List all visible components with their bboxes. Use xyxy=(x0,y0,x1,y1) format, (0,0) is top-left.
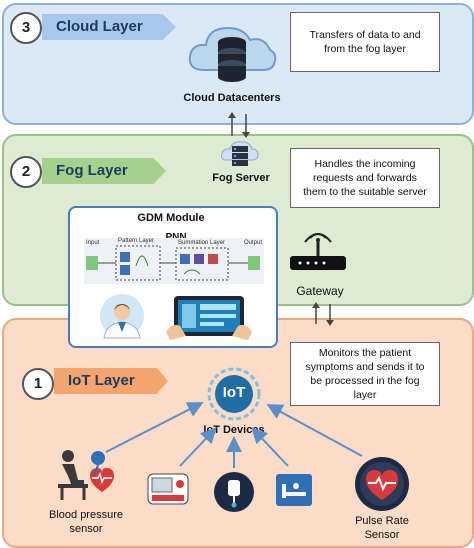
cloud-fog-connector-arrows xyxy=(228,112,250,138)
monitor-device-icon xyxy=(147,473,189,505)
pulse-rate-sensor-icon xyxy=(355,457,409,511)
cloud-layer-title: Cloud Layer xyxy=(42,14,176,40)
fog-server-label: Fog Server xyxy=(212,172,270,184)
tablet-icon xyxy=(166,296,252,340)
fog-layer-number: 2 xyxy=(10,156,42,188)
fog-layer-note: Handles the incoming requests and forwar… xyxy=(290,148,440,208)
cloud-datacenter-icon xyxy=(188,26,277,82)
fog-server-icon xyxy=(221,141,259,166)
iot-hub-text: IoT xyxy=(222,384,246,401)
hospital-bed-device-icon xyxy=(276,474,312,506)
pnn-label: PNN xyxy=(165,232,187,243)
gateway-label: Gateway xyxy=(296,284,344,298)
pulse-rate-sensor-label: Pulse Rate Sensor xyxy=(355,515,409,541)
infusion-device-icon xyxy=(214,472,254,512)
fog-iot-connector-arrows xyxy=(312,302,334,326)
iot-layer-number: 1 xyxy=(22,368,54,400)
cloud-layer-number: 3 xyxy=(10,12,42,44)
pnn-diagram xyxy=(84,238,264,284)
iot-layer-title: IoT Layer xyxy=(54,368,168,394)
blood-pressure-sensor-label: Blood pressure sensor xyxy=(49,509,123,535)
fog-layer-title: Fog Layer xyxy=(42,158,166,184)
iot-layer-note: Monitors the patient symptoms and sends … xyxy=(290,342,440,406)
iot-devices-label: IoT Devices xyxy=(203,424,265,436)
pnn-summation-layer-label: Summation Layer xyxy=(178,240,226,246)
cloud-datacenters-label: Cloud Datacenters xyxy=(183,92,281,104)
cloud-layer-note: Transfers of data to and from the fog la… xyxy=(290,12,440,72)
gdm-module-title: GDM Module xyxy=(137,212,205,224)
pnn-output-label: Output xyxy=(244,240,263,246)
blood-pressure-sensor-icon xyxy=(58,450,114,500)
pnn-input-label: Input xyxy=(86,240,100,246)
iot-hub-icon xyxy=(207,367,261,421)
doctor-icon xyxy=(100,294,144,339)
gateway-router-icon xyxy=(290,233,346,270)
pnn-pattern-layer-label: Pattern Layer xyxy=(118,238,155,244)
